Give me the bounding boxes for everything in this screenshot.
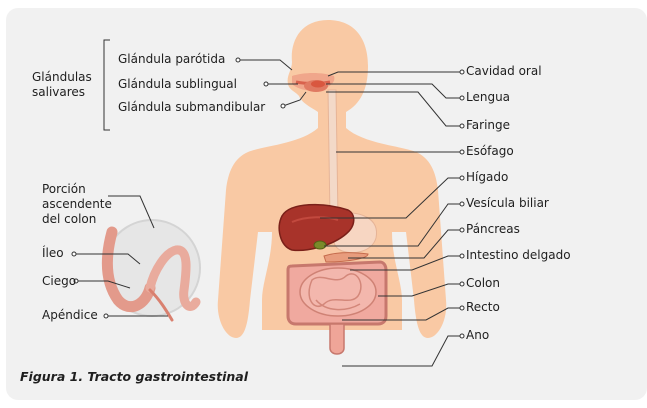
label-colon: Colon	[466, 276, 500, 291]
figure-caption: Figura 1. Tracto gastrointestinal	[20, 369, 248, 384]
label-liver: Hígado	[466, 170, 508, 185]
label-sublingual-gland: Glándula sublingual	[118, 77, 237, 92]
salivary-glands-group-label: Glándulas salivares	[32, 70, 92, 100]
label-cecum: Ciego	[42, 274, 76, 289]
label-appendix: Apéndice	[42, 308, 98, 323]
label-gallbladder: Vesícula biliar	[466, 196, 549, 211]
label-submandibular-gland: Glándula submandibular	[118, 100, 265, 115]
label-parotid-gland: Glándula parótida	[118, 52, 225, 67]
label-pancreas: Páncreas	[466, 222, 520, 237]
label-esophagus: Esófago	[466, 144, 514, 159]
label-oral-cavity: Cavidad oral	[466, 64, 542, 79]
label-pharynx: Faringe	[466, 118, 510, 133]
gallbladder	[314, 241, 326, 249]
label-tongue: Lengua	[466, 90, 510, 105]
label-small-intestine: Intestino delgado	[466, 248, 571, 263]
esophagus	[328, 90, 338, 218]
intestine-inset	[104, 220, 200, 320]
label-ascending-colon: Porción ascendente del colon	[42, 182, 112, 227]
label-rectum: Recto	[466, 300, 500, 315]
label-anus: Ano	[466, 328, 489, 343]
intestines	[288, 262, 386, 354]
label-ileum: Íleo	[42, 246, 64, 261]
